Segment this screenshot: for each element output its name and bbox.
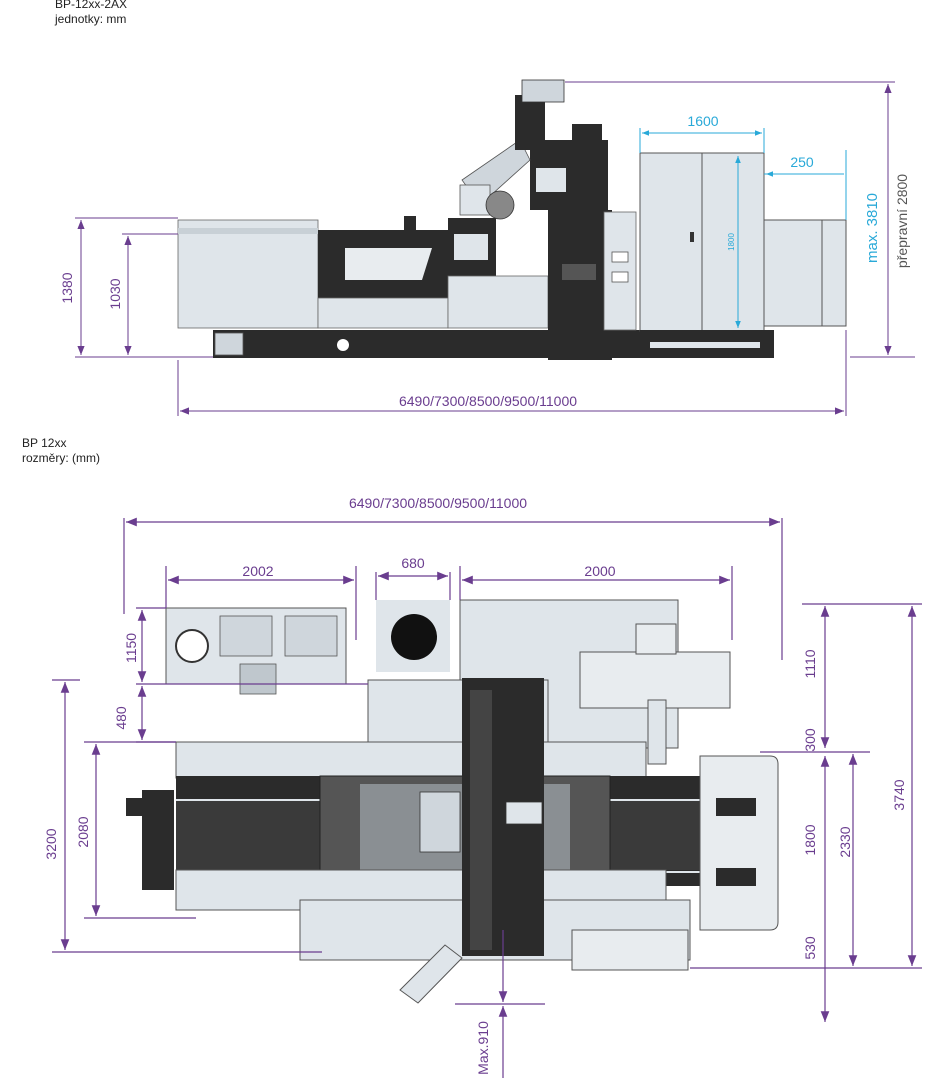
left-drive <box>142 790 174 890</box>
table-lower <box>317 297 449 329</box>
dim-3740: 3740 <box>891 779 907 810</box>
bed-foot <box>214 332 244 356</box>
tool-changer <box>485 190 515 220</box>
plan-view-machine <box>126 599 779 1004</box>
tank-circle <box>175 629 209 663</box>
head-window <box>536 168 566 192</box>
top-units-label: jednotky: mm <box>55 12 127 26</box>
dim-2002: 2002 <box>242 563 273 579</box>
dim-total-length-top: 6490/7300/8500/9500/11000 <box>399 393 577 409</box>
right-extension <box>699 755 779 931</box>
spindle-head <box>419 791 461 853</box>
bottom-model-label: BP 12xx <box>22 436 67 450</box>
dim-2080: 2080 <box>75 816 91 847</box>
cover-window <box>345 248 432 280</box>
body-upper <box>175 741 647 779</box>
top-view-header: BP-12xx-2AX jednotky: mm <box>55 0 127 27</box>
side-elevation-dimensions <box>75 81 915 416</box>
dim-680: 680 <box>401 555 425 571</box>
plan-view-labels: 6490/7300/8500/9500/11000 2002 680 2000 … <box>43 495 907 1075</box>
table-rail <box>178 228 318 234</box>
ram <box>515 95 545 150</box>
side-elevation-labels: 6490/7300/8500/9500/11000 1600 250 1800 … <box>59 113 910 409</box>
panel-screen <box>454 234 488 260</box>
table-left <box>177 219 319 329</box>
cyan-dimensions <box>639 128 847 328</box>
bed-hole <box>337 339 349 351</box>
dim-1150: 1150 <box>123 633 139 663</box>
cooling-unit <box>763 219 847 327</box>
bottom-units-label: rozměry: (mm) <box>22 451 100 465</box>
dim-1800: 1800 <box>802 824 818 855</box>
motor <box>521 79 565 103</box>
dim-total-length-bottom: 6490/7300/8500/9500/11000 <box>349 495 527 511</box>
chip-bin-hole <box>391 614 437 660</box>
dim-transport-2800: přepravní 2800 <box>894 174 910 268</box>
dim-max-3810: max. 3810 <box>864 193 881 263</box>
panel-knob <box>404 216 416 230</box>
dim-300: 300 <box>802 728 818 752</box>
bottom-view-header: BP 12xx rozměry: (mm) <box>22 436 100 466</box>
dim-1380: 1380 <box>59 272 75 303</box>
spindle-cover <box>459 184 491 216</box>
dim-250: 250 <box>790 154 814 170</box>
dim-max-910: Max.910 <box>475 1021 491 1075</box>
side-elevation-machine <box>177 79 847 360</box>
chip-conveyor <box>399 944 463 1004</box>
top-model-label: BP-12xx-2AX <box>55 0 128 11</box>
dim-1110: 1110 <box>802 649 818 678</box>
dim-480: 480 <box>113 706 129 730</box>
dim-1030: 1030 <box>107 278 123 309</box>
plan-view-dimensions <box>52 517 922 1078</box>
column-logo <box>562 264 596 280</box>
dim-2000: 2000 <box>584 563 615 579</box>
column <box>548 210 612 360</box>
column-side <box>603 211 637 331</box>
head-box <box>572 124 602 146</box>
dim-530: 530 <box>802 936 818 960</box>
dim-2330: 2330 <box>837 826 853 857</box>
dim-1600: 1600 <box>687 113 718 129</box>
dim-3200: 3200 <box>43 828 59 859</box>
middle-housing <box>447 275 549 329</box>
dim-1800-cabinet: 1800 <box>727 233 736 251</box>
